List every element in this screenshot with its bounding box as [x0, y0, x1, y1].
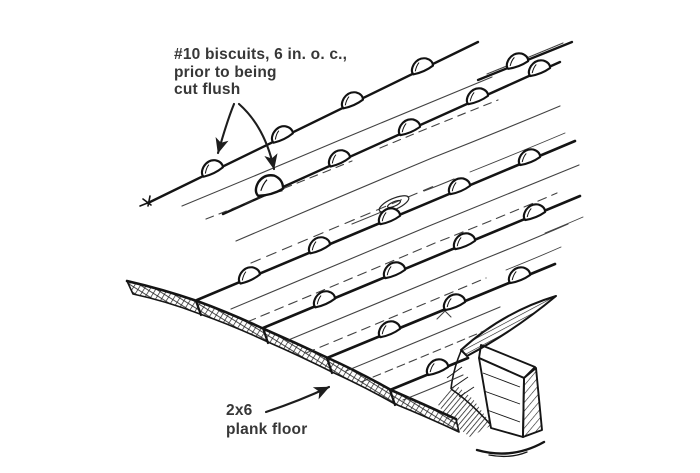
biscuit	[304, 232, 333, 256]
biscuit	[394, 115, 423, 138]
biscuit	[309, 286, 338, 310]
biscuits-leader-arrow-right	[237, 102, 278, 171]
biscuit	[449, 229, 478, 252]
biscuit	[324, 145, 353, 169]
leader-arrows	[215, 102, 331, 414]
biscuit	[197, 155, 225, 180]
plank-leader-arrow	[264, 385, 331, 414]
biscuit	[519, 200, 548, 223]
biscuit	[267, 121, 295, 146]
floor-joist	[475, 344, 546, 458]
biscuit	[514, 145, 543, 168]
biscuit	[407, 53, 436, 77]
wood-grain	[181, 42, 584, 401]
biscuit	[374, 317, 403, 340]
floor-underside-shadow	[437, 350, 492, 437]
biscuit	[444, 174, 473, 197]
front-edge-band	[125, 279, 460, 433]
seam-ragged-end	[139, 195, 152, 207]
biscuit	[379, 258, 408, 281]
biscuit	[462, 84, 491, 107]
biscuit	[234, 262, 263, 286]
biscuits-label: #10 biscuits, 6 in. o. c., prior to bein…	[174, 46, 348, 98]
biscuit-uncut	[251, 171, 286, 199]
biscuits-leader-arrow-left	[215, 102, 236, 155]
joist-side-face	[522, 367, 543, 438]
biscuit	[422, 355, 451, 378]
biscuit	[502, 49, 531, 72]
biscuit	[504, 263, 533, 286]
joist-ground-shadow	[475, 440, 546, 455]
cutaway-broken-edge	[460, 295, 557, 357]
plank-floor-label: 2x6 plank floor	[226, 402, 308, 438]
biscuit	[439, 290, 468, 313]
front-edge-top-line	[125, 279, 458, 421]
plank-division-ticks	[194, 299, 397, 407]
